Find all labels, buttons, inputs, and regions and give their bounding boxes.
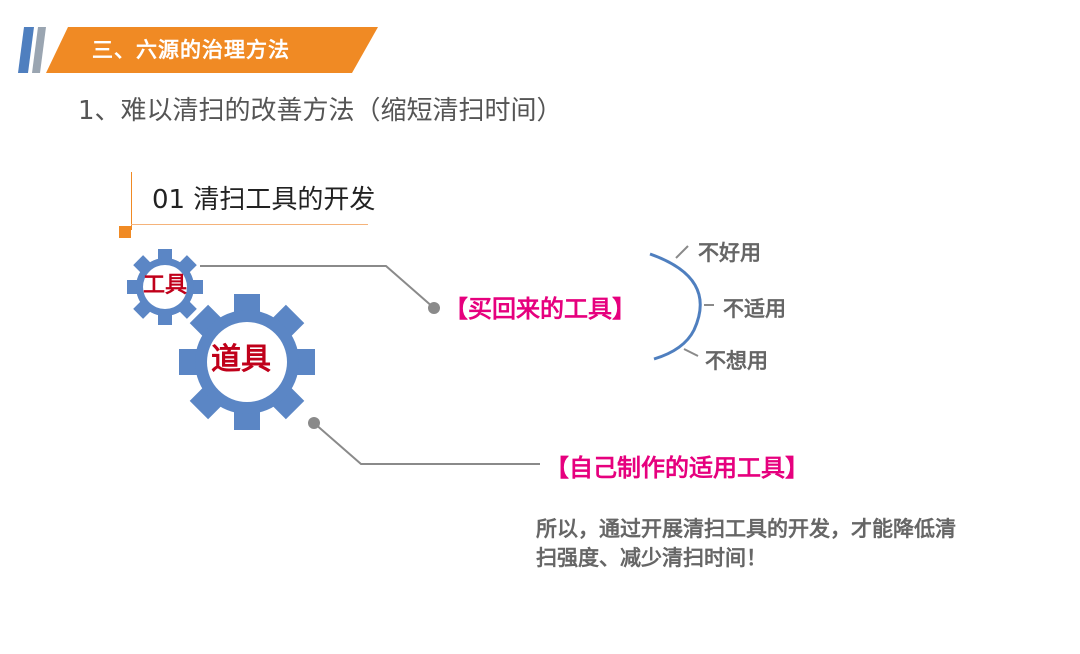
slide-subtitle: 1、难以清扫的改善方法（缩短清扫时间）: [78, 96, 563, 126]
section-accent-line-vertical: [131, 172, 132, 230]
connector-bought: [200, 265, 435, 309]
conclusion-line-2: 扫强度、减少清扫时间！: [536, 546, 767, 570]
brace-arc: [649, 252, 702, 361]
gear-big-icon: [179, 294, 315, 430]
tick-1: [675, 245, 689, 259]
issue-not-suitable: 不适用: [723, 297, 786, 321]
issue-not-wanted: 不想用: [705, 349, 768, 373]
bought-tools-label: 【买回来的工具】: [444, 295, 636, 323]
banner-stripe-blue: [18, 27, 34, 73]
connector-bought-dot: [428, 302, 440, 314]
gear-small-icon: [127, 249, 203, 325]
gear-small-label: 工具: [142, 273, 187, 298]
banner-orange-band: [46, 27, 378, 73]
conclusion-text: 所以，通过开展清扫工具的开发，才能降低清 扫强度、减少清扫时间！: [536, 515, 1036, 573]
connector-self-made-dot: [308, 417, 320, 429]
tick-3: [683, 348, 699, 357]
section-title: 01 清扫工具的开发: [152, 185, 376, 215]
section-banner: [18, 27, 378, 73]
self-made-tools-label: 【自己制作的适用工具】: [545, 454, 809, 482]
gear-big-label: 道具: [211, 342, 271, 377]
section-accent-square: [119, 226, 131, 238]
issue-not-easy-to-use: 不好用: [698, 241, 761, 265]
section-accent-line-horizontal: [131, 224, 368, 225]
connector-self-made: [313, 422, 540, 465]
banner-stripe-gray: [32, 27, 46, 73]
conclusion-line-1: 所以，通过开展清扫工具的开发，才能降低清: [536, 517, 956, 541]
section-banner-title: 三、六源的治理方法: [92, 38, 290, 62]
